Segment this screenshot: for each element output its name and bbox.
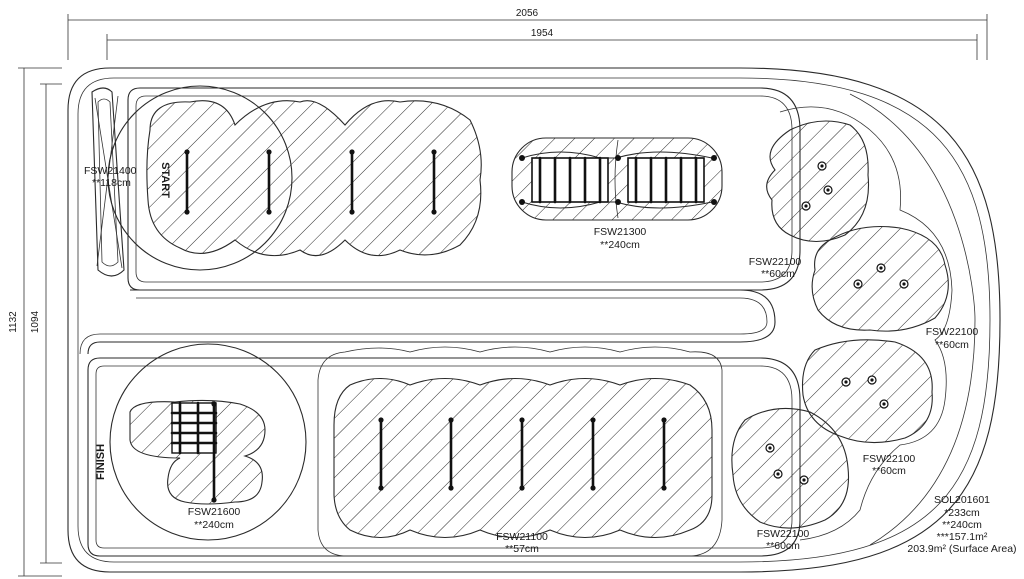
- label-fsw22100-3-code: FSW22100: [863, 453, 916, 465]
- label-fsw22100-1-code: FSW22100: [749, 256, 802, 268]
- fsw22100-pad-2: [811, 225, 949, 332]
- outer-perimeter: [67, 67, 1001, 573]
- lower-lane-outline: [87, 357, 801, 557]
- fsw22100-pad-4: [731, 407, 850, 529]
- overall-width-label: 2056: [516, 8, 539, 19]
- finish-zone-circle: [109, 343, 307, 541]
- outer-perimeter-inner-edge: [77, 77, 991, 563]
- product-line-1: *233cm: [944, 507, 980, 519]
- start-marker: START: [159, 162, 171, 198]
- label-fsw21100-code: FSW21100: [496, 531, 548, 543]
- product-line-2: **240cm: [942, 519, 982, 531]
- pad-connector-outline: [779, 106, 953, 541]
- label-fsw21400-size: **118cm: [92, 177, 131, 189]
- finish-marker: FINISH: [95, 444, 107, 480]
- fsw21400-bubbles: [146, 100, 482, 257]
- label-fsw22100-2-code: FSW22100: [926, 326, 979, 338]
- label-fsw22100-4-size: **60cm: [766, 540, 800, 552]
- label-fsw22100-3-size: **60cm: [872, 465, 906, 477]
- fsw21100-outline: [317, 346, 723, 557]
- product-code: SOL201601: [934, 494, 990, 506]
- lane-divider: [87, 289, 776, 355]
- overall-height-label: 1132: [8, 311, 19, 333]
- component-labels: FSW21400 **118cm FSW21300 **240cm FSW221…: [84, 165, 978, 555]
- dimension-lines: [18, 14, 988, 577]
- upper-lane-outline: [127, 87, 801, 291]
- product-line-3: ***157.1m²: [937, 531, 988, 543]
- label-fsw21600-code: FSW21600: [188, 506, 241, 518]
- inner-height-label: 1094: [30, 310, 41, 333]
- fsw21400-element: [91, 87, 125, 277]
- label-fsw21600-size: **240cm: [194, 519, 234, 531]
- label-fsw22100-2-size: **60cm: [935, 339, 969, 351]
- fsw21600-element: [129, 399, 266, 505]
- fsw21300-element: [511, 137, 723, 221]
- bottom-bars: [378, 417, 667, 491]
- fsw22100-pad-1: [766, 120, 870, 243]
- label-fsw22100-4-code: FSW22100: [757, 528, 810, 540]
- label-fsw21300-code: FSW21300: [594, 226, 647, 238]
- fsw22100-pad-3: [801, 339, 933, 444]
- product-line-4: 203.9m² (Surface Area): [907, 543, 1016, 555]
- label-fsw21400-code: FSW21400: [84, 165, 137, 177]
- label-fsw21300-size: **240cm: [600, 239, 640, 251]
- inner-width-label: 1954: [531, 28, 554, 39]
- product-spec: SOL201601 *233cm **240cm ***157.1m² 203.…: [907, 494, 1016, 555]
- label-fsw21100-size: **57cm: [505, 543, 539, 555]
- label-fsw22100-1-size: **60cm: [761, 268, 795, 280]
- top-left-bars: [184, 149, 437, 215]
